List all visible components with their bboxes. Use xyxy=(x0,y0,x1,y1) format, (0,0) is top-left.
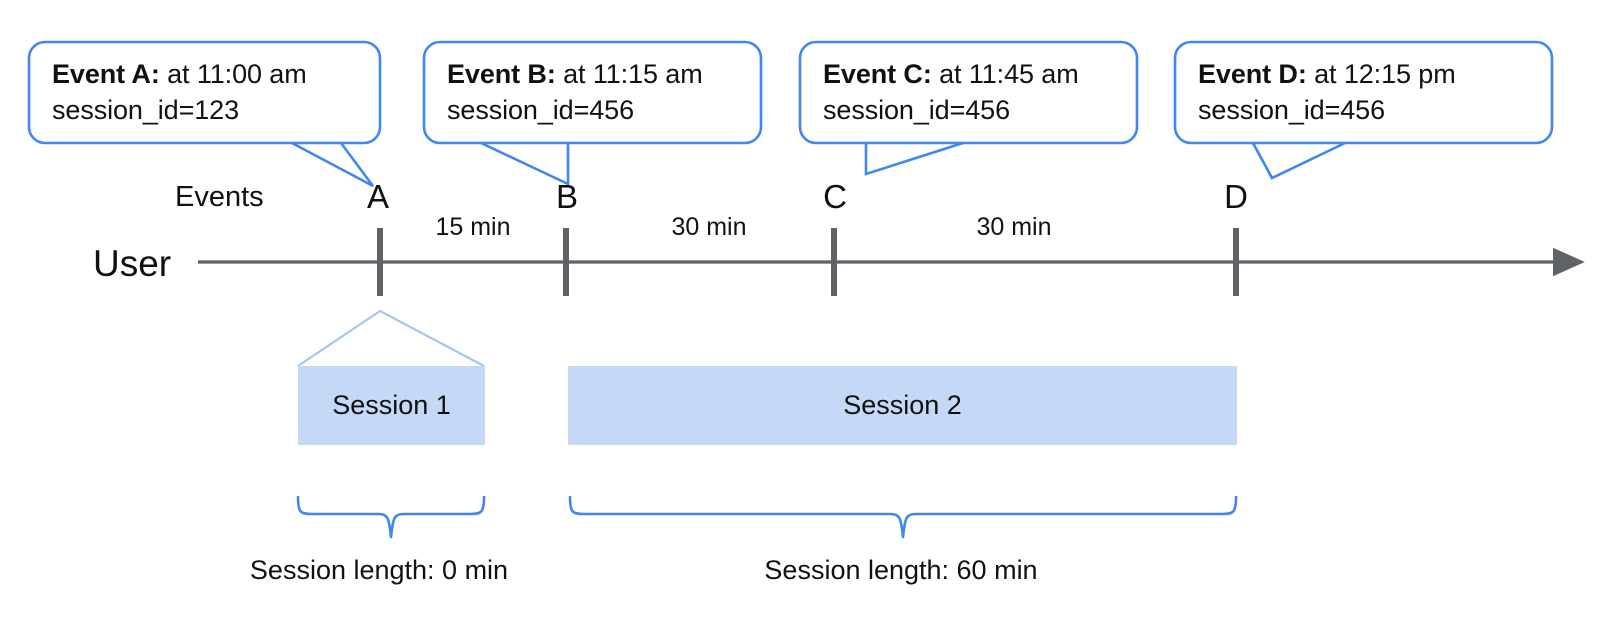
callout-text-event-c: Event C: at 11:45 am session_id=456 xyxy=(823,56,1079,128)
callout-detail-event-a: session_id=123 xyxy=(52,95,239,125)
callout-label-event-d: Event D: xyxy=(1198,59,1307,89)
session-bar-1[interactable]: Session 1 xyxy=(298,366,485,445)
gap-label-b-c: 30 min xyxy=(671,213,747,241)
session-1-brace xyxy=(296,495,486,539)
callout-label-event-a: Event A: xyxy=(52,59,160,89)
callout-tail-event-a xyxy=(291,141,375,188)
marker-letter-a: A xyxy=(366,178,390,215)
marker-letter-d: D xyxy=(1224,178,1248,215)
callout-tail-event-c xyxy=(864,141,964,176)
callout-tail-event-d xyxy=(1250,141,1346,180)
callout-time-event-d: at 12:15 pm xyxy=(1306,59,1456,89)
callout-detail-event-b: session_id=456 xyxy=(447,95,634,125)
callout-label-event-c: Event C: xyxy=(823,59,932,89)
session-2-brace xyxy=(568,495,1238,539)
gap-label-a-b: 15 min xyxy=(435,213,511,241)
row-label-events: Events xyxy=(175,181,264,213)
callout-detail-event-c: session_id=456 xyxy=(823,95,1010,125)
gap-label-c-d: 30 min xyxy=(976,213,1052,241)
callout-time-event-c: at 11:45 am xyxy=(931,59,1079,89)
callout-time-event-a: at 11:00 am xyxy=(159,59,307,89)
callout-time-event-b: at 11:15 am xyxy=(555,59,703,89)
callout-text-event-b: Event B: at 11:15 am session_id=456 xyxy=(447,56,703,128)
row-label-user: User xyxy=(93,243,172,284)
callout-text-event-d: Event D: at 12:15 pm session_id=456 xyxy=(1198,56,1456,128)
session-bar-2[interactable]: Session 2 xyxy=(568,366,1237,445)
session-1-connector xyxy=(297,309,485,367)
session-bar-2-label: Session 2 xyxy=(843,390,962,420)
marker-letter-b: B xyxy=(555,178,579,215)
session-1-length-caption: Session length: 0 min xyxy=(249,555,509,585)
session-2-length-caption: Session length: 60 min xyxy=(764,555,1038,585)
callout-tail-event-b xyxy=(480,141,570,187)
marker-letter-c: C xyxy=(823,178,847,215)
callout-label-event-b: Event B: xyxy=(447,59,556,89)
callout-text-event-a: Event A: at 11:00 am session_id=123 xyxy=(52,56,307,128)
callout-detail-event-d: session_id=456 xyxy=(1198,95,1385,125)
session-bar-1-label: Session 1 xyxy=(332,390,451,420)
